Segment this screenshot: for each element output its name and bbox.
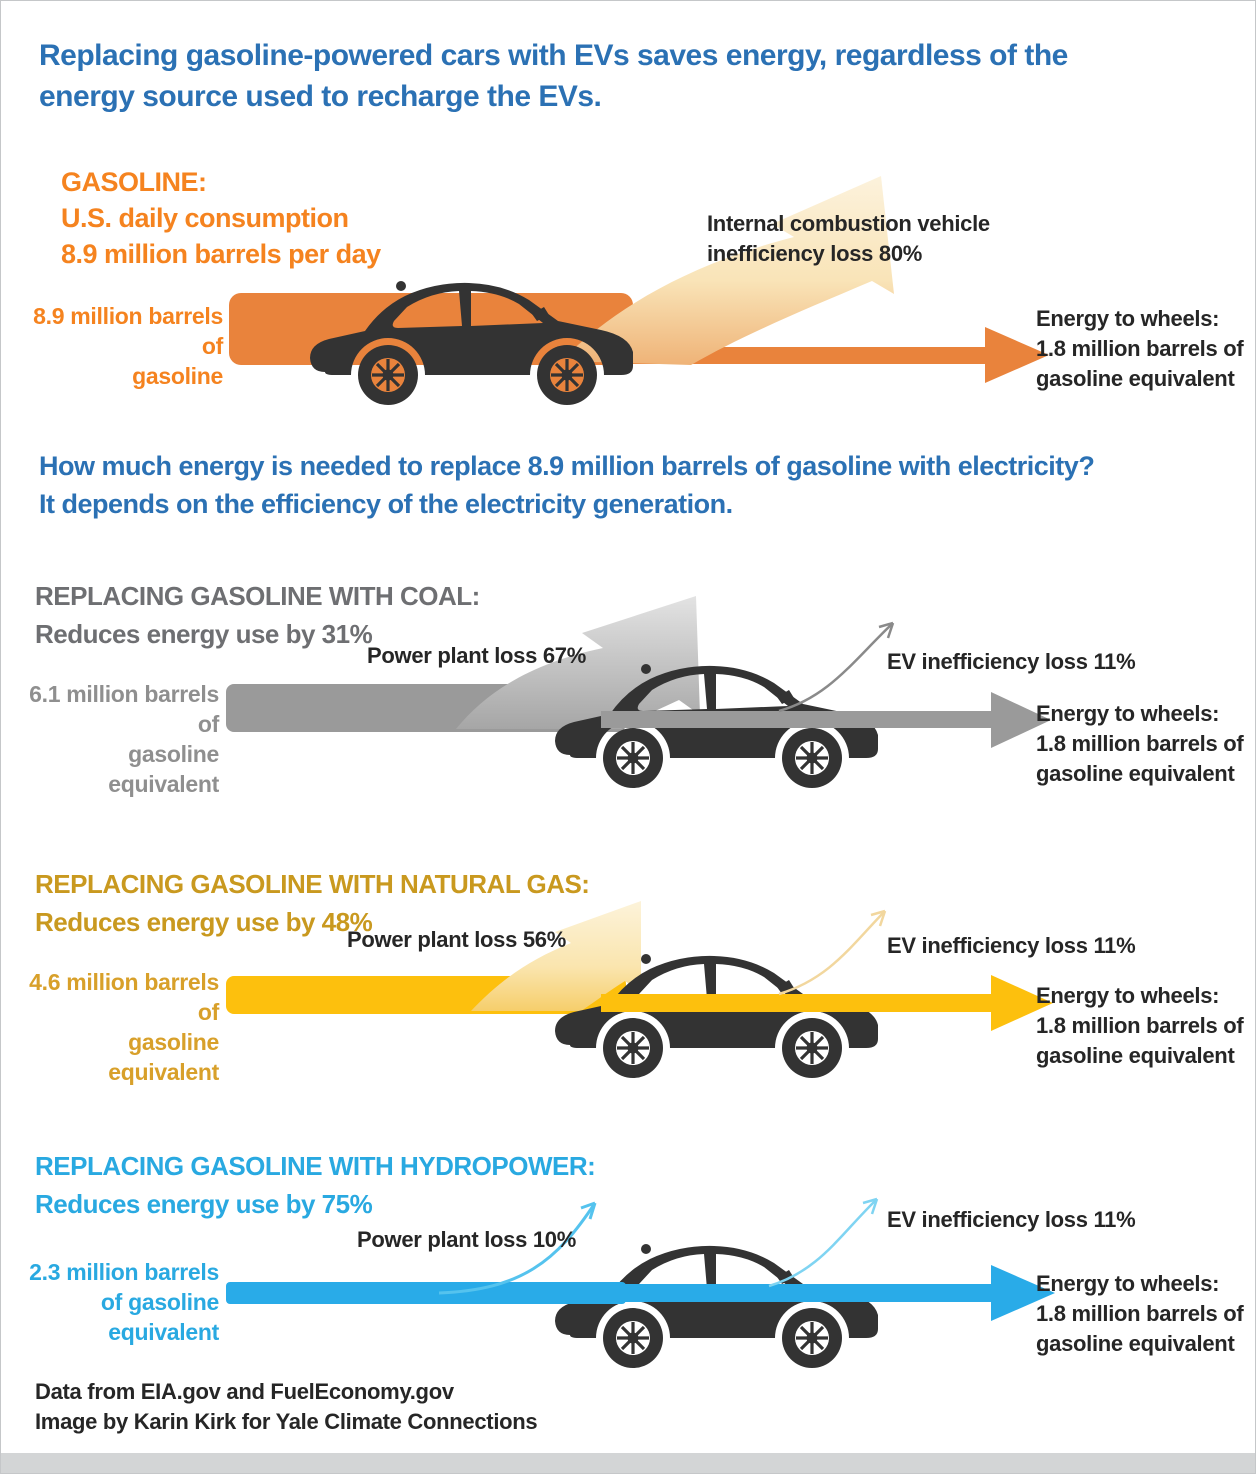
credits-data-source: Data from EIA.gov and FuelEconomy.gov — [35, 1379, 454, 1404]
natural-gas-ev-loss-label: EV inefficiency loss 11% — [887, 933, 1136, 958]
gasoline-output-label-line2: 1.8 million barrels of — [1036, 336, 1244, 361]
natural-gas-input-label-line2: gasoline equivalent — [108, 1029, 219, 1085]
gasoline-output-label-line3: gasoline equivalent — [1036, 366, 1235, 391]
natural-gas-flow-diagram — [226, 901, 1053, 1080]
coal-plant-loss-label: Power plant loss 67% — [367, 643, 586, 668]
gasoline-heading-line1: GASOLINE: — [61, 167, 207, 197]
bottom-edge-bar — [1, 1453, 1255, 1473]
page-title-line1: Replacing gasoline-powered cars with EVs… — [39, 39, 1068, 72]
hydropower-output-band — [601, 1284, 991, 1302]
hydropower-flow-diagram — [226, 1197, 1055, 1370]
natural-gas-output-label-line1: Energy to wheels: — [1036, 983, 1220, 1008]
coal-input-label-line2: gasoline equivalent — [108, 741, 219, 797]
hydropower-ev-loss-arrow — [768, 1197, 879, 1288]
gasoline-flow-diagram — [229, 176, 1049, 407]
hydropower-heading: REPLACING GASOLINE WITH HYDROPOWER: Redu… — [35, 1147, 596, 1223]
coal-ev-loss-arrow — [778, 621, 895, 713]
coal-output-label-line1: Energy to wheels: — [1036, 701, 1220, 726]
question-line1: How much energy is needed to replace 8.9… — [39, 451, 1095, 481]
hydropower-output-label-line3: gasoline equivalent — [1036, 1331, 1235, 1356]
coal-heading: REPLACING GASOLINE WITH COAL: Reduces en… — [35, 577, 480, 653]
gasoline-heading-line2: U.S. daily consumption — [61, 203, 349, 233]
coal-output-label-line2: 1.8 million barrels of — [1036, 731, 1244, 756]
coal-output-arrowhead — [991, 692, 1051, 748]
ice-loss-label: Internal combustion vehicle inefficiency… — [707, 209, 990, 269]
page-title: Replacing gasoline-powered cars with EVs… — [39, 35, 1219, 117]
coal-heading-line1: REPLACING GASOLINE WITH COAL: — [35, 581, 480, 611]
coal-output-label: Energy to wheels: 1.8 million barrels of… — [1036, 699, 1246, 789]
natural-gas-input-label-line1: 4.6 million barrels of — [29, 969, 219, 1025]
credits-image-author: Image by Karin Kirk for Yale Climate Con… — [35, 1409, 538, 1434]
natural-gas-output-arrowhead — [991, 975, 1053, 1031]
coal-flow-diagram — [226, 596, 1051, 790]
ice-inefficiency-loss-arrow — [561, 176, 894, 365]
coal-input-label-line1: 6.1 million barrels of — [29, 681, 219, 737]
hydropower-ev-loss-label: EV inefficiency loss 11% — [887, 1207, 1136, 1232]
hydropower-input-label: 2.3 million barrels of gasoline equivale… — [23, 1257, 219, 1347]
hydropower-output-label-line2: 1.8 million barrels of — [1036, 1301, 1244, 1326]
gasoline-output-arrowhead — [985, 327, 1049, 383]
ice-loss-label-line1: Internal combustion vehicle — [707, 211, 990, 236]
hydropower-sedan-car-icon — [553, 1242, 880, 1370]
gasoline-output-label: Energy to wheels: 1.8 million barrels of… — [1036, 304, 1246, 394]
coal-input-label: 6.1 million barrels of gasoline equivale… — [29, 679, 219, 799]
hydropower-input-label-line1: 2.3 million barrels — [29, 1259, 219, 1285]
natural-gas-plant-loss-label: Power plant loss 56% — [347, 927, 566, 952]
natural-gas-ev-loss-arrow — [778, 909, 887, 996]
coal-output-band — [601, 711, 991, 728]
natural-gas-power-plant-loss-arrow — [471, 901, 641, 1011]
coal-heading-line2: Reduces energy use by 31% — [35, 619, 373, 649]
natural-gas-output-label: Energy to wheels: 1.8 million barrels of… — [1036, 981, 1246, 1071]
hydropower-input-band — [226, 1282, 626, 1304]
gasoline-input-label-line2: gasoline — [132, 363, 223, 389]
gasoline-output-label-line1: Energy to wheels: — [1036, 306, 1220, 331]
gasoline-input-label: 8.9 million barrels of gasoline — [31, 301, 223, 391]
hydropower-heading-line1: REPLACING GASOLINE WITH HYDROPOWER: — [35, 1151, 596, 1181]
credits: Data from EIA.gov and FuelEconomy.gov Im… — [35, 1377, 538, 1437]
hydropower-output-label: Energy to wheels: 1.8 million barrels of… — [1036, 1269, 1246, 1359]
hydropower-output-arrowhead — [991, 1265, 1055, 1321]
hydropower-output-label-line1: Energy to wheels: — [1036, 1271, 1220, 1296]
hydropower-heading-line2: Reduces energy use by 75% — [35, 1189, 373, 1219]
gasoline-heading-line3: 8.9 million barrels per day — [61, 239, 381, 269]
hydropower-plant-loss-label: Power plant loss 10% — [357, 1227, 576, 1252]
natural-gas-input-label: 4.6 million barrels of gasoline equivale… — [29, 967, 219, 1087]
natural-gas-output-label-line3: gasoline equivalent — [1036, 1043, 1235, 1068]
gasoline-heading: GASOLINE: U.S. daily consumption 8.9 mil… — [61, 164, 381, 272]
natural-gas-heading: REPLACING GASOLINE WITH NATURAL GAS: Red… — [35, 865, 590, 941]
coal-ev-loss-label: EV inefficiency loss 11% — [887, 649, 1136, 674]
hydropower-input-label-line2: of gasoline equivalent — [100, 1289, 219, 1345]
natural-gas-output-band — [601, 994, 991, 1012]
question-line2: It depends on the efficiency of the elec… — [39, 489, 733, 519]
ice-loss-label-line2: inefficiency loss 80% — [707, 241, 923, 266]
hydropower-power-plant-loss-arrow — [438, 1201, 597, 1295]
page-title-line2: energy source used to recharge the EVs. — [39, 80, 602, 113]
natural-gas-heading-line1: REPLACING GASOLINE WITH NATURAL GAS: — [35, 869, 590, 899]
coal-output-label-line3: gasoline equivalent — [1036, 761, 1235, 786]
question-text: How much energy is needed to replace 8.9… — [39, 447, 1189, 523]
gasoline-input-label-line1: 8.9 million barrels of — [33, 303, 223, 359]
natural-gas-heading-line2: Reduces energy use by 48% — [35, 907, 373, 937]
natural-gas-output-label-line2: 1.8 million barrels of — [1036, 1013, 1244, 1038]
